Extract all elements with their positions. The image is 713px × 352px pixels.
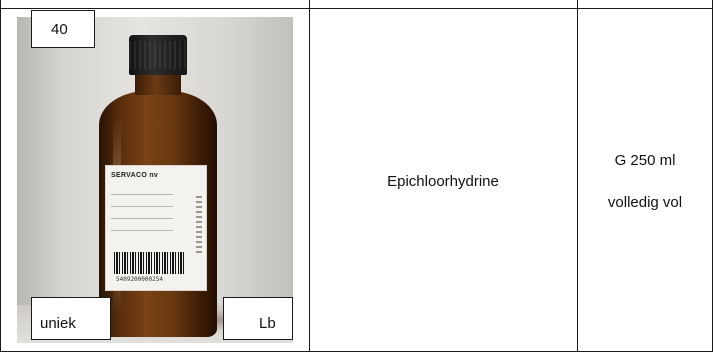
label-field-line bbox=[111, 194, 173, 195]
uniqueness-box: uniek bbox=[31, 297, 111, 340]
product-photo: SERVACO nv 5409200000254 bbox=[17, 17, 293, 343]
barcode bbox=[114, 252, 184, 274]
label-field-line bbox=[111, 218, 173, 219]
column-divider-1 bbox=[309, 0, 310, 352]
label-field-line bbox=[111, 206, 173, 207]
location-label: Lb bbox=[259, 315, 276, 332]
location-box: Lb bbox=[223, 297, 293, 340]
label-side-print bbox=[196, 196, 202, 256]
product-name: Epichloorhydrine bbox=[387, 173, 499, 190]
barcode-number: 5409200000254 bbox=[116, 276, 163, 283]
uniqueness-label: uniek bbox=[40, 315, 76, 332]
bottle-cap bbox=[129, 35, 187, 75]
item-number-box: 40 bbox=[31, 10, 95, 48]
column-divider-2 bbox=[577, 0, 578, 352]
item-number: 40 bbox=[51, 20, 68, 38]
table-border-left bbox=[0, 0, 1, 352]
label-brand: SERVACO nv bbox=[111, 172, 159, 179]
bottle-neck bbox=[135, 73, 181, 95]
bottle-label: SERVACO nv 5409200000254 bbox=[105, 165, 207, 291]
row-divider-top bbox=[0, 8, 713, 9]
fill-state: volledig vol bbox=[607, 194, 683, 211]
label-field-line bbox=[111, 230, 173, 231]
container-size: G 250 ml bbox=[614, 152, 676, 169]
